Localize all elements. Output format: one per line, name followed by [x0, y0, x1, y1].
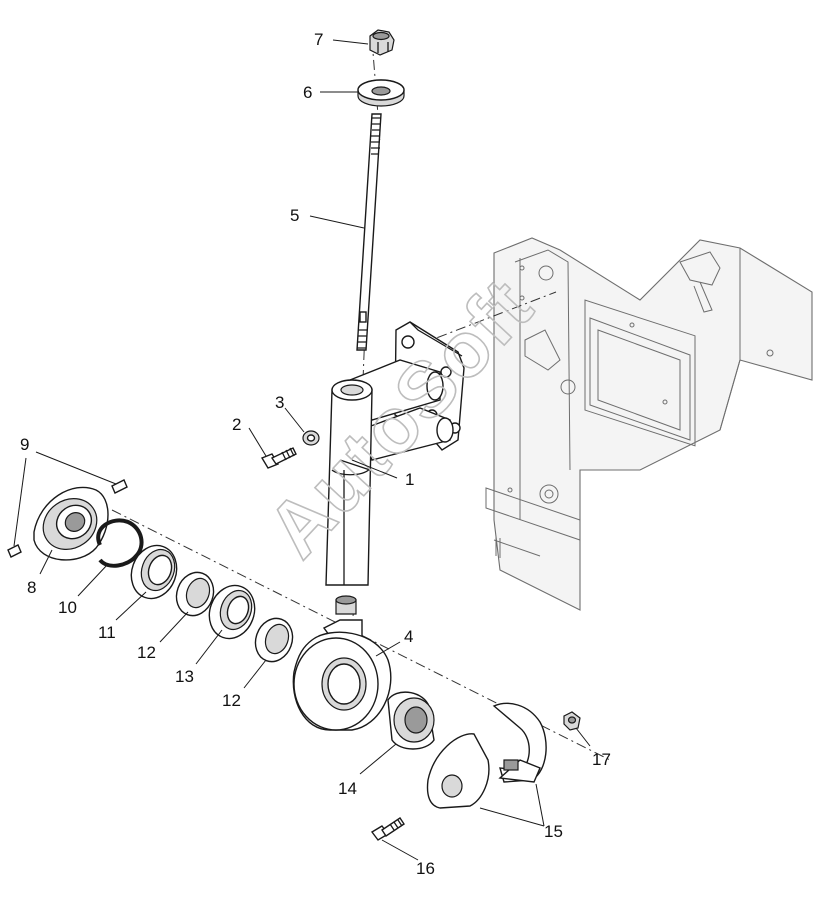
callout-1: 1 [405, 470, 414, 489]
bracket-part-1 [325, 321, 465, 615]
bracket-part-15 [426, 702, 547, 809]
callout-10: 10 [58, 598, 77, 617]
wheel-part-4 [292, 619, 392, 731]
callout-17: 17 [592, 750, 611, 769]
callout-16: 16 [416, 859, 435, 878]
seal-part-12a [175, 571, 215, 617]
callout-4: 4 [404, 627, 413, 646]
callout-11: 11 [98, 623, 116, 642]
callout-5: 5 [290, 206, 299, 225]
machine-frame [485, 237, 813, 611]
callout-12b: 12 [222, 691, 241, 710]
circlip-part-10 [96, 518, 144, 568]
callout-6: 6 [303, 83, 312, 102]
seal-part-12b [254, 617, 294, 663]
bolt-part-2 [260, 447, 297, 469]
callouts: 1 2 3 4 5 6 7 8 9 10 11 12 13 12 14 15 1… [20, 30, 611, 878]
lock-washer-part-3 [302, 430, 320, 446]
callout-2: 2 [232, 415, 241, 434]
bushing-part-14 [387, 691, 435, 750]
callout-13: 13 [175, 667, 194, 686]
pin-part-9b [7, 544, 22, 558]
callout-3: 3 [275, 393, 284, 412]
bolt-part-16 [370, 817, 405, 841]
callout-14: 14 [338, 779, 357, 798]
assembly-centerline [111, 39, 611, 761]
leader-lines [13, 39, 591, 861]
bearing-part-11 [130, 544, 178, 600]
callout-9: 9 [20, 435, 29, 454]
callout-15: 15 [544, 822, 563, 841]
bearing-part-13 [208, 584, 256, 640]
callout-12a: 12 [137, 643, 156, 662]
callout-8: 8 [27, 578, 36, 597]
callout-7: 7 [314, 30, 323, 49]
nut-part-17 [563, 711, 581, 731]
washer-part-6 [357, 79, 405, 107]
stud-part-5 [356, 113, 382, 351]
hub-part-8 [33, 486, 109, 561]
pin-part-9a [111, 479, 128, 494]
nut-part-7 [369, 29, 395, 56]
